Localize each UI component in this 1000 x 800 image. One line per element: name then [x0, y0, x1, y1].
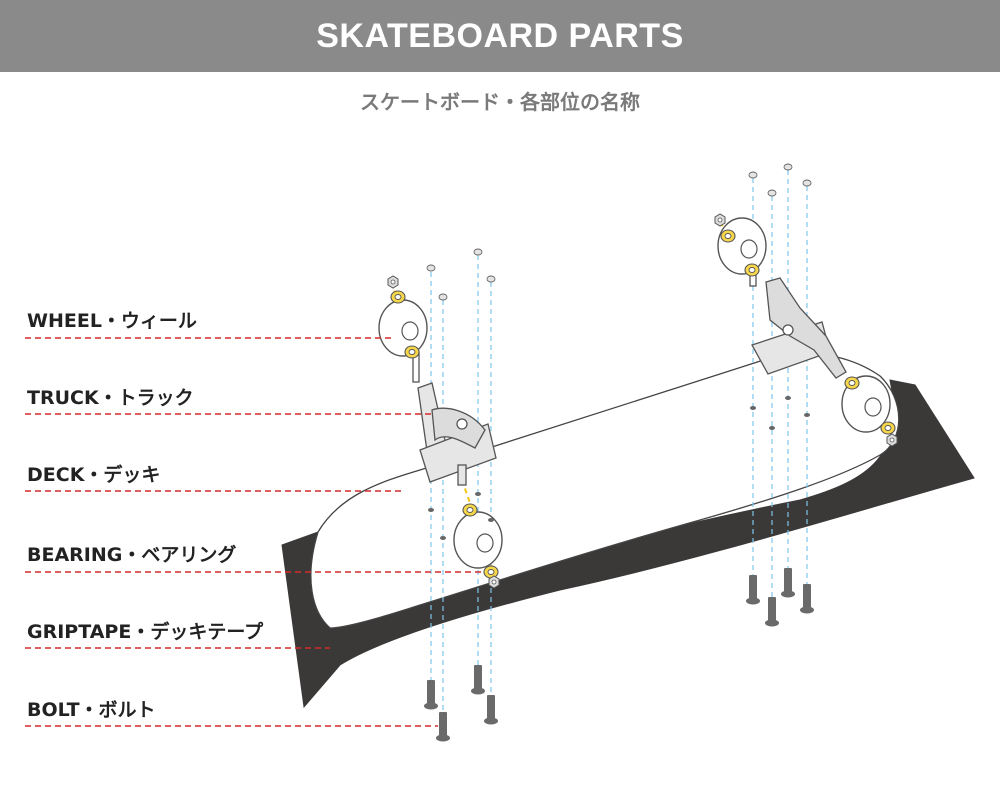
bearing: [462, 503, 478, 517]
bearing: [744, 263, 760, 277]
bolt-nut: [438, 293, 448, 301]
bolt: [781, 568, 795, 598]
bolt: [424, 680, 438, 710]
axle-nut: [714, 213, 726, 227]
axle-nut: [387, 275, 399, 289]
label-truck: TRUCK・トラック: [27, 387, 194, 409]
label-wheel: WHEEL・ウィール: [27, 310, 197, 332]
bearing: [720, 229, 736, 243]
bolt: [484, 695, 498, 725]
left-bottom-wheel: [453, 511, 503, 569]
bolt-nut: [486, 275, 496, 283]
page-subtitle: スケートボード・各部位の名称: [360, 90, 640, 114]
bolt-nut: [748, 171, 758, 179]
bearing: [844, 376, 860, 390]
bearing: [483, 565, 499, 579]
label-griptape: GRIPTAPE・デッキテープ: [27, 621, 264, 643]
bearing: [404, 345, 420, 359]
bolt: [800, 584, 814, 614]
bolt-nut: [426, 264, 436, 272]
bearing: [390, 290, 406, 304]
label-bolt: BOLT・ボルト: [27, 699, 156, 721]
axle-nut: [488, 575, 500, 589]
label-deck: DECK・デッキ: [27, 464, 161, 486]
bolt: [765, 597, 779, 627]
right-top-wheel: [717, 217, 767, 275]
leader-lines: [25, 337, 482, 727]
left-top-wheel: [378, 299, 428, 357]
left-truck: [412, 351, 497, 486]
right-truck: [749, 267, 847, 379]
page-title: SKATEBOARD PARTS: [316, 16, 684, 55]
bolt: [746, 575, 760, 605]
bolt-nut: [802, 179, 812, 187]
bolt-holes: [428, 396, 810, 540]
axle-nut: [886, 433, 898, 447]
bearing: [880, 421, 896, 435]
label-bearing: BEARING・ベアリング: [27, 544, 237, 566]
header-bar: SKATEBOARD PARTS: [0, 0, 1000, 72]
bolt-nut: [783, 163, 793, 171]
bolt: [471, 665, 485, 695]
bolt-nut: [473, 248, 483, 256]
bolt: [436, 712, 450, 742]
bolt-nut: [767, 189, 777, 197]
